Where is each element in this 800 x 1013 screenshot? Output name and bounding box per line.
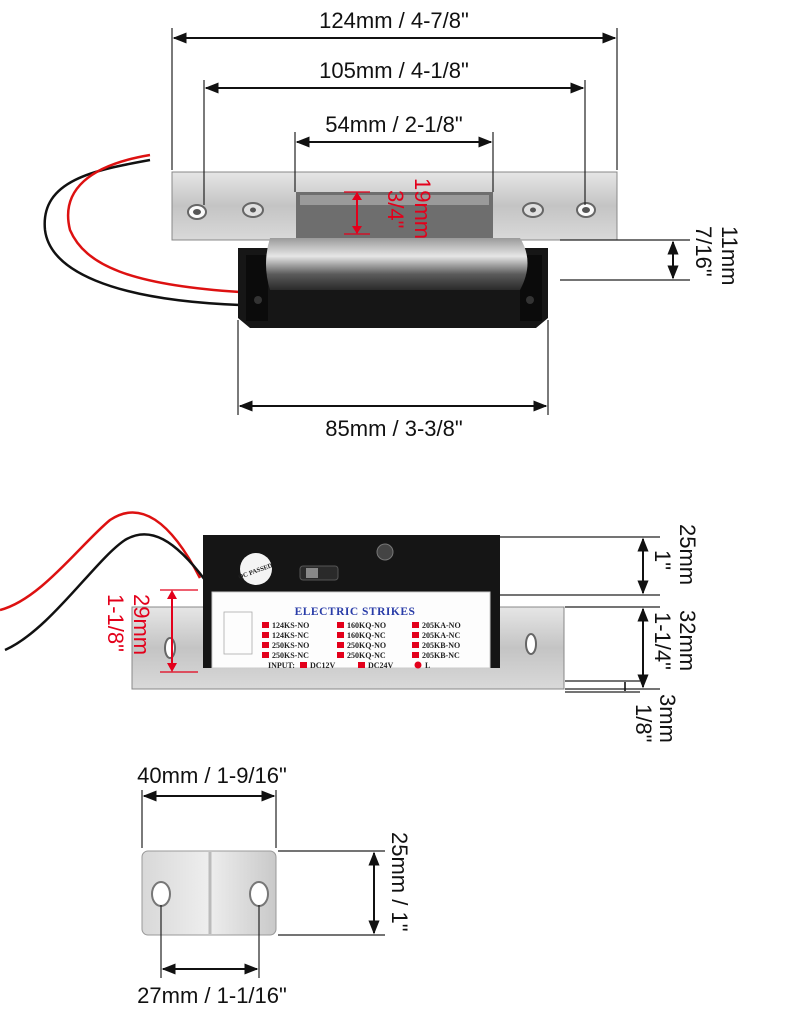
svg-text:250KS-NC: 250KS-NC — [272, 651, 309, 660]
svg-text:124KS-NO: 124KS-NO — [272, 621, 309, 630]
dim-plate-height: 25mm / 1" — [387, 832, 412, 932]
keeper-latch — [266, 238, 528, 290]
svg-text:DC12V: DC12V — [310, 661, 336, 670]
svg-text:250KQ-NO: 250KQ-NO — [347, 641, 386, 650]
dim-plate-width: 40mm / 1-9/16" — [137, 763, 287, 788]
label-input-row: INPUT: DC12V DC24V L — [268, 661, 430, 670]
side-view: QC PASSED ELECTRIC STRIKES 124KS-NO 124K… — [0, 511, 700, 743]
svg-text:205KA-NO: 205KA-NO — [422, 621, 461, 630]
dim-opening-width: 54mm / 2-1/8" — [325, 112, 462, 137]
label-col-3: 205KA-NO 205KA-NC 205KB-NO 205KB-NC — [412, 621, 461, 660]
adjust-slot — [299, 565, 339, 581]
dim-overall-length: 124mm / 4-7/8" — [319, 8, 469, 33]
dim-body-height-in: 1" — [650, 550, 675, 570]
plate-view: 40mm / 1-9/16" 25mm / 1" 27mm / 1-1/16" — [137, 763, 412, 1008]
dim-body-length: 85mm / 3-3/8" — [325, 416, 462, 441]
body-screw — [376, 543, 394, 561]
dim-depth-in: 3/4" — [383, 190, 408, 228]
dim-side-in: 7/16" — [691, 226, 716, 277]
dim-total-height-mm: 29mm — [129, 594, 154, 655]
dim-side-mm: 11mm — [717, 226, 742, 286]
dim-depth-mm: 19mm — [410, 178, 435, 239]
wire-black-side — [4, 533, 206, 652]
plate-hole-right — [249, 881, 269, 907]
dim-thickness-in: 1/8" — [631, 704, 656, 742]
product-label — [211, 591, 491, 669]
svg-text:205KB-NO: 205KB-NO — [422, 641, 460, 650]
dim-plate-hole-spacing: 27mm / 1-1/16" — [137, 983, 287, 1008]
svg-text:160KQ-NC: 160KQ-NC — [347, 631, 386, 640]
label-col-1: 124KS-NO 124KS-NC 250KS-NO 250KS-NC — [262, 621, 309, 660]
side-hole-right — [525, 633, 537, 655]
label-title: ELECTRIC STRIKES — [295, 606, 416, 618]
wire-red-side — [0, 511, 202, 612]
top-view: 124mm / 4-7/8" 105mm / 4-1/8" 54mm / 2-1… — [43, 8, 742, 441]
dim-plate-height-in: 1-1/4" — [650, 612, 675, 670]
svg-text:INPUT:: INPUT: — [268, 661, 295, 670]
label-col-2: 160KQ-NO 160KQ-NC 250KQ-NO 250KQ-NC — [337, 621, 386, 660]
wire-red — [67, 153, 241, 294]
dim-plate-height-mm: 32mm — [675, 610, 700, 671]
dim-total-height-in: 1-1/8" — [103, 594, 128, 652]
svg-text:250KQ-NC: 250KQ-NC — [347, 651, 386, 660]
svg-text:250KS-NO: 250KS-NO — [272, 641, 309, 650]
svg-text:124KS-NC: 124KS-NC — [272, 631, 309, 640]
dim-hole-spacing: 105mm / 4-1/8" — [319, 58, 469, 83]
dim-body-height-mm: 25mm — [675, 524, 700, 585]
dim-thickness-mm: 3mm — [655, 694, 680, 743]
svg-text:205KB-NC: 205KB-NC — [422, 651, 460, 660]
svg-text:205KA-NC: 205KA-NC — [422, 631, 460, 640]
plate-hole-left — [151, 881, 171, 907]
svg-text:160KQ-NO: 160KQ-NO — [347, 621, 386, 630]
qc-badge — [240, 553, 272, 585]
svg-text:L: L — [425, 661, 430, 670]
side-hole-left — [164, 637, 176, 659]
svg-text:DC24V: DC24V — [368, 661, 394, 670]
